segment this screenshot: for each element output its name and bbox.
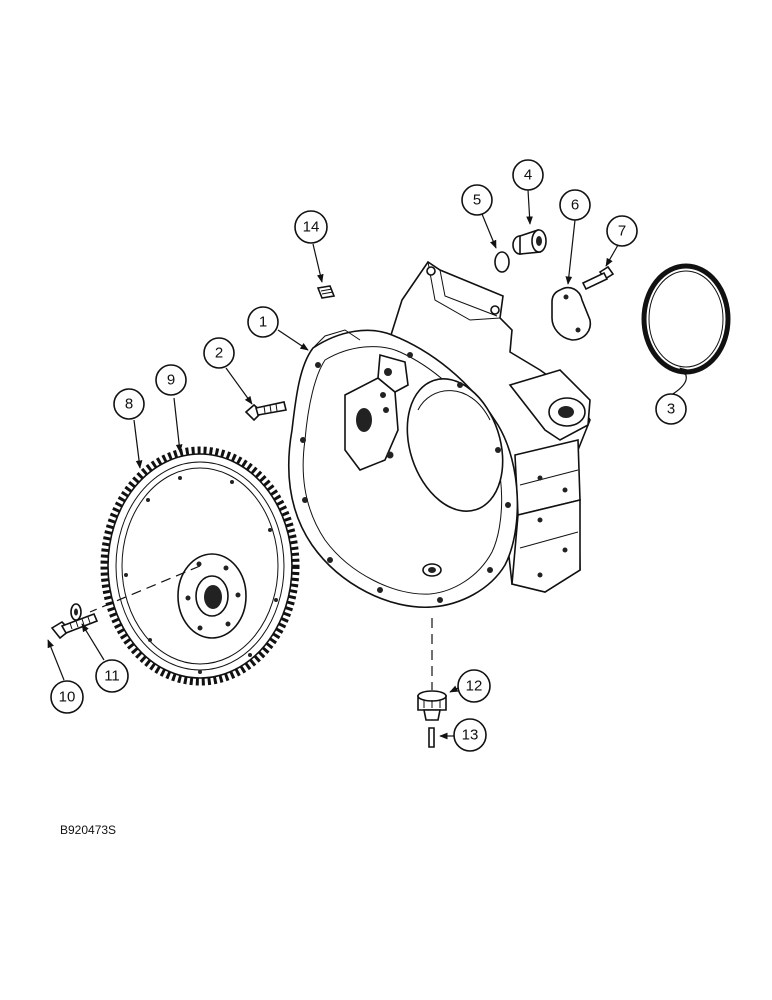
cover-plate bbox=[551, 286, 592, 341]
svg-text:7: 7 bbox=[618, 223, 626, 240]
svg-text:1: 1 bbox=[259, 314, 267, 331]
drain-plug bbox=[417, 690, 447, 721]
seal-ring bbox=[641, 263, 731, 375]
svg-text:4: 4 bbox=[524, 167, 532, 184]
svg-text:12: 12 bbox=[466, 678, 483, 695]
callout-6: 6 bbox=[559, 189, 591, 221]
callout-14: 14 bbox=[294, 210, 328, 244]
svg-text:6: 6 bbox=[571, 197, 579, 214]
drawing-code: B920473S bbox=[60, 823, 116, 837]
drain-pin bbox=[428, 727, 435, 748]
flywheel-bolt bbox=[50, 612, 99, 640]
flywheel-washer bbox=[70, 603, 82, 621]
svg-text:9: 9 bbox=[167, 372, 175, 389]
o-ring-seal bbox=[494, 251, 510, 273]
svg-text:5: 5 bbox=[473, 192, 481, 209]
plug-fitting bbox=[512, 228, 547, 255]
callout-13: 13 bbox=[453, 718, 487, 752]
svg-text:2: 2 bbox=[215, 345, 223, 362]
svg-text:14: 14 bbox=[303, 219, 320, 236]
callout-2: 2 bbox=[203, 337, 235, 369]
callout-9: 9 bbox=[155, 364, 187, 396]
callout-3: 3 bbox=[655, 393, 687, 425]
bolt-alignment-line bbox=[89, 565, 201, 613]
flywheel-housing bbox=[287, 260, 591, 609]
svg-text:8: 8 bbox=[125, 396, 133, 413]
callout-1: 1 bbox=[247, 306, 279, 338]
callout-10: 10 bbox=[50, 680, 84, 714]
cover-bolt bbox=[581, 265, 615, 291]
callout-5: 5 bbox=[461, 184, 493, 216]
callout-12: 12 bbox=[457, 669, 491, 703]
svg-text:13: 13 bbox=[462, 727, 479, 744]
callout-4: 4 bbox=[512, 159, 544, 191]
callout-8: 8 bbox=[113, 388, 145, 420]
dowel-fitting bbox=[316, 285, 336, 299]
callout-11: 11 bbox=[95, 659, 129, 693]
svg-text:11: 11 bbox=[104, 668, 120, 685]
svg-text:3: 3 bbox=[667, 401, 675, 418]
housing-bolt bbox=[244, 401, 287, 422]
svg-text:10: 10 bbox=[59, 689, 76, 706]
callout-7: 7 bbox=[606, 215, 638, 247]
